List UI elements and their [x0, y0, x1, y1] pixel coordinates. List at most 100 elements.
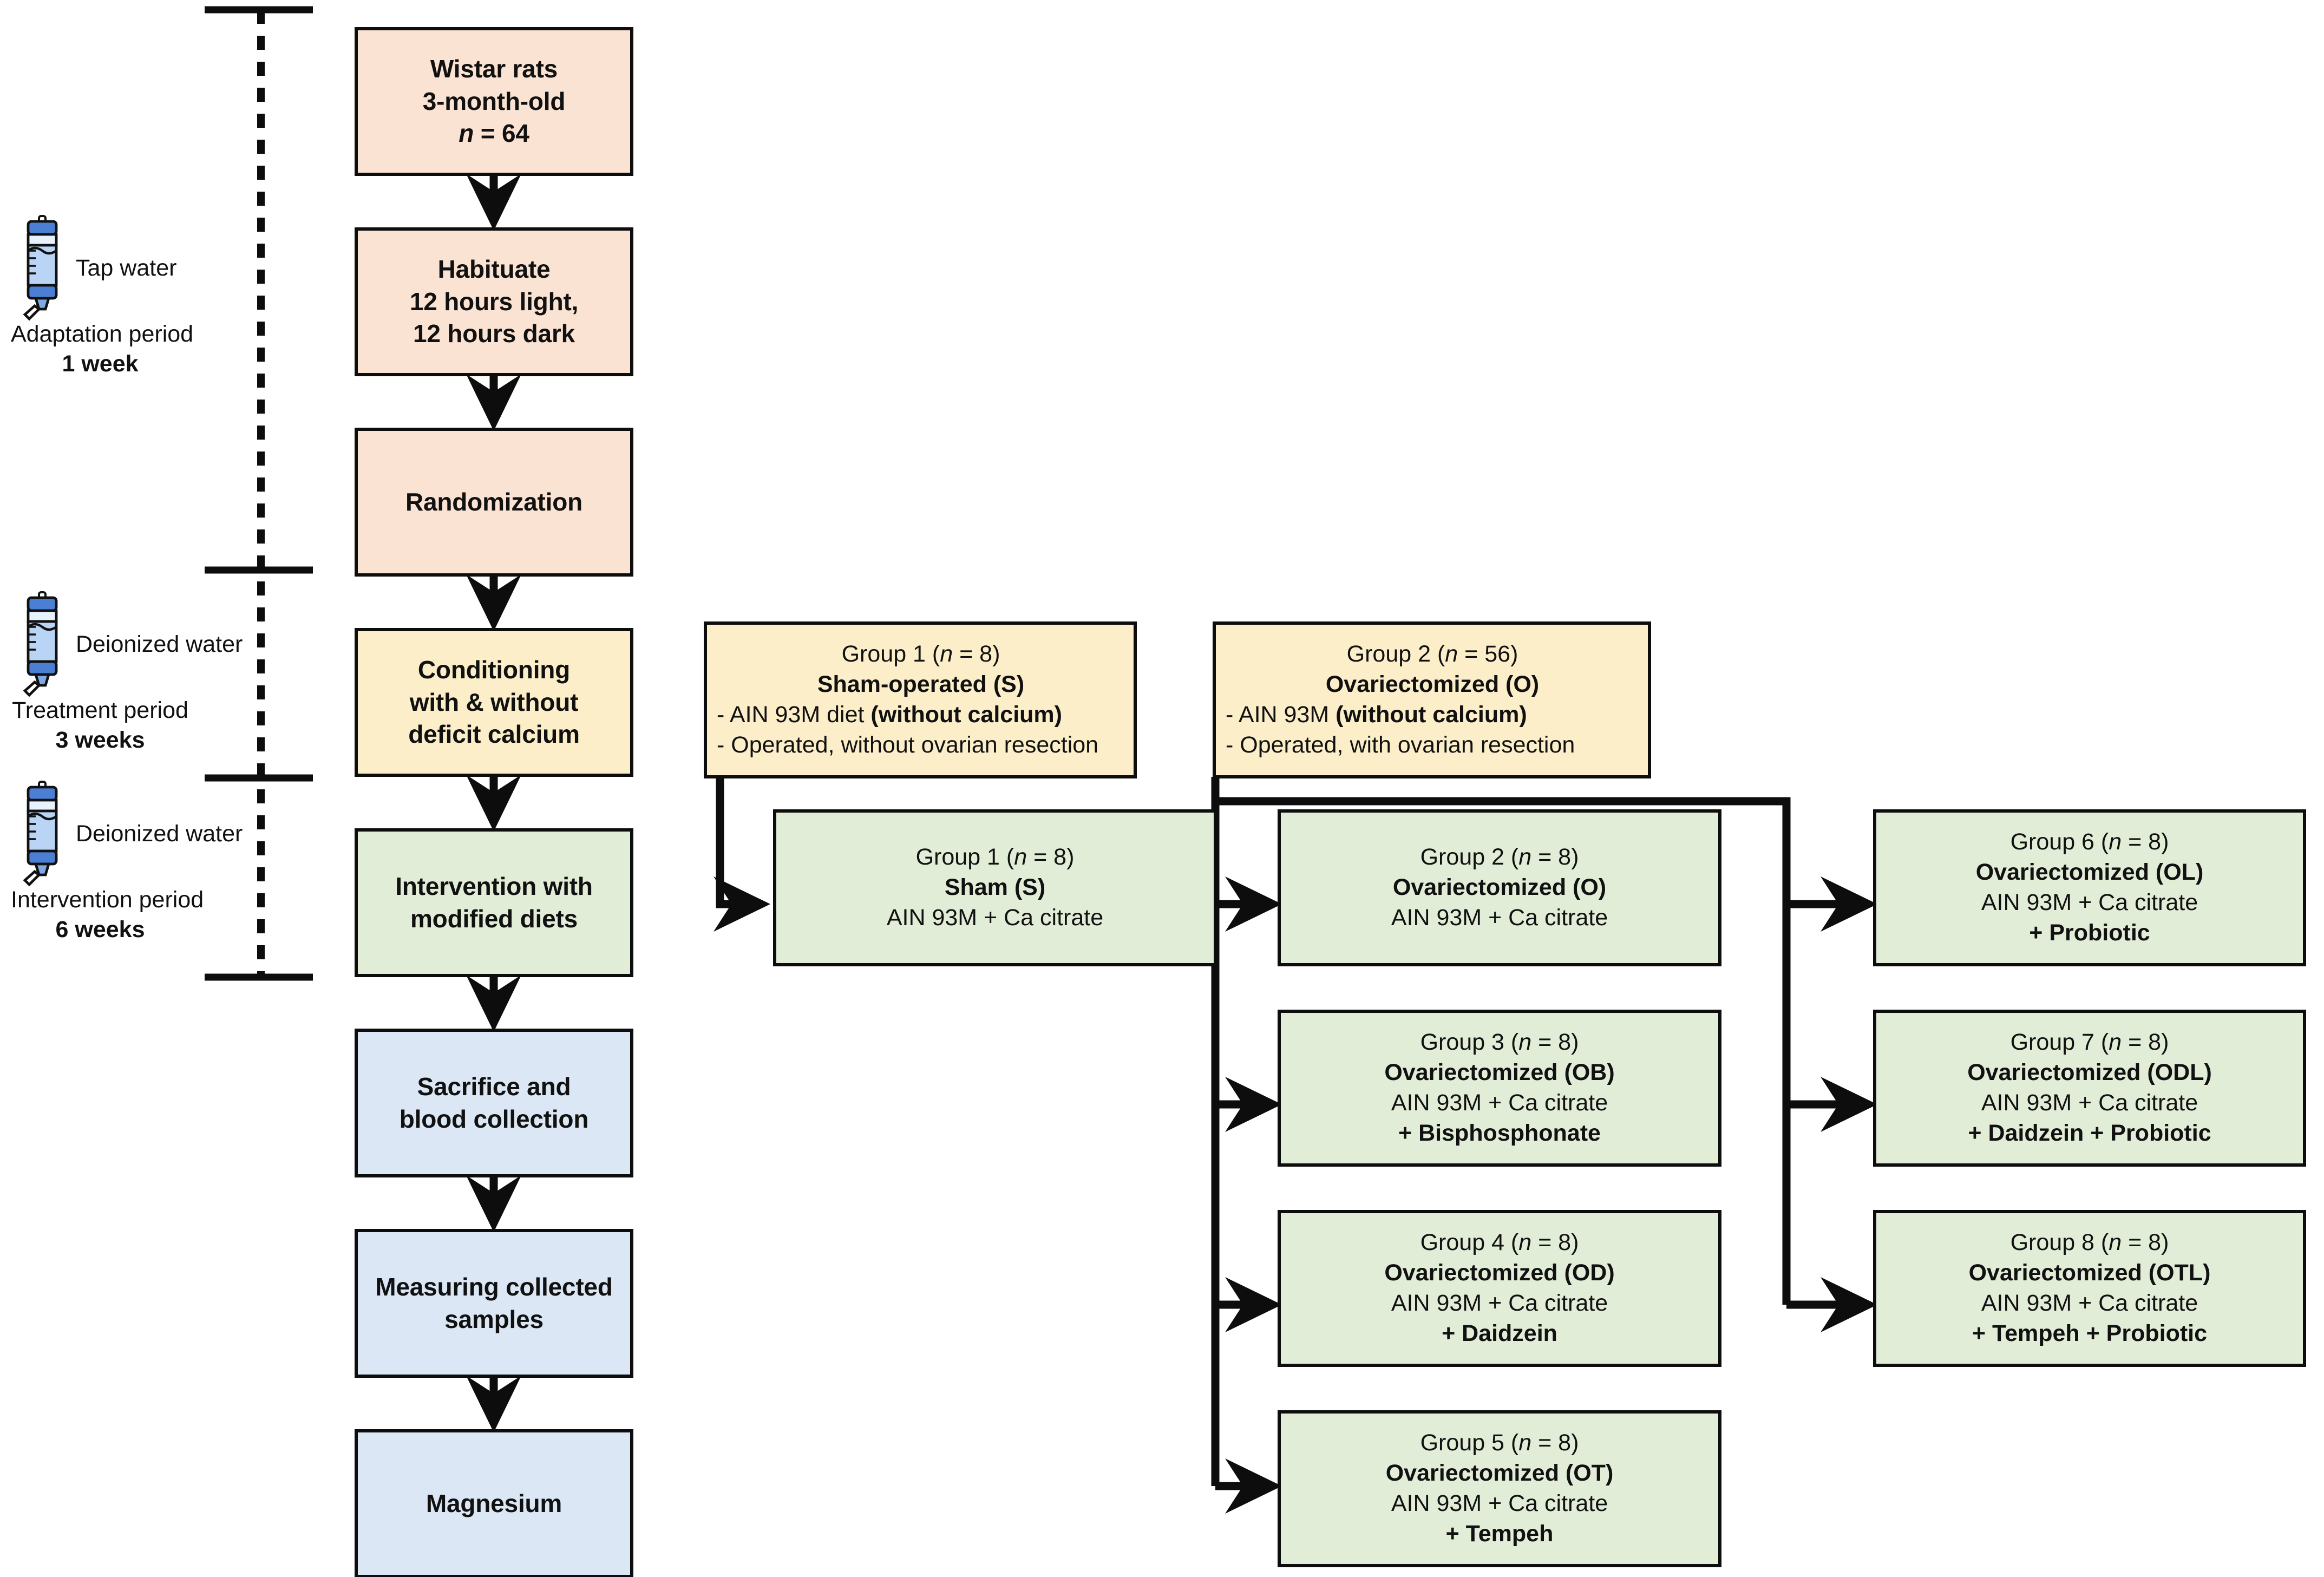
group-title: Sham (S): [944, 874, 1046, 901]
stage-box-magnesium: Magnesium: [355, 1429, 633, 1577]
stage-box-conditioning: Conditioning with & without deficit calc…: [355, 628, 633, 777]
group-title: Ovariectomized (OB): [1384, 1059, 1615, 1086]
group-title: Ovariectomized (O): [1392, 874, 1607, 901]
n-symbol: n: [1518, 1430, 1532, 1456]
group-bullet-surgery: - Operated, with ovarian resection: [1226, 731, 1575, 758]
stage-line: samples: [444, 1305, 544, 1333]
group-header-post: = 8): [1531, 1430, 1579, 1456]
legend-caption-intervention: Intervention period 6 weeks: [11, 885, 204, 945]
legend-water-label: Deionized water: [76, 631, 243, 657]
legend-caption-adaptation: Adaptation period 1 week: [11, 319, 193, 379]
group-supplement: + Bisphosphonate: [1398, 1120, 1601, 1146]
stage-line: Habituate: [437, 254, 551, 283]
group-diet: AIN 93M + Ca citrate: [1981, 1290, 2198, 1316]
group-header: Group 3 (n = 8): [1281, 1028, 1718, 1058]
group-diet: AIN 93M + Ca citrate: [1391, 1090, 1608, 1116]
bullet-plain: - AIN 93M diet: [717, 702, 871, 728]
stage-box-sacrifice: Sacrifice and blood collection: [355, 1029, 633, 1177]
period-name: Treatment period: [12, 697, 188, 723]
period-duration: 1 week: [62, 351, 139, 377]
stage-line: deficit calcium: [408, 720, 580, 749]
legend-row-adaptation: Tap water: [16, 214, 176, 322]
group-box-3: Group 3 (n = 8) Ovariectomized (OB) AIN …: [1278, 1010, 1721, 1167]
stage-line: 3-month-old: [422, 87, 566, 115]
group-header-pre: Group 4 (: [1420, 1229, 1519, 1256]
group-header-pre: Group 1 (: [841, 641, 940, 668]
group-header-pre: Group 1 (: [915, 844, 1014, 871]
period-name: Adaptation period: [11, 321, 194, 347]
n-symbol: n: [1518, 1029, 1532, 1056]
water-bottle-icon: [23, 215, 58, 321]
period-duration: 3 weeks: [55, 727, 145, 754]
group-supplement: + Daidzein: [1442, 1320, 1557, 1346]
group-header-post: = 8): [1531, 844, 1579, 871]
n-value: = 64: [474, 119, 529, 148]
stage-line: blood collection: [399, 1104, 589, 1133]
group-title: Ovariectomized (OD): [1384, 1260, 1615, 1286]
group-diet: AIN 93M + Ca citrate: [1981, 889, 2198, 915]
legend-caption-treatment: Treatment period 3 weeks: [11, 696, 189, 755]
stage-line: Magnesium: [425, 1489, 562, 1517]
group-box-2: Group 2 (n = 8) Ovariectomized (O) AIN 9…: [1278, 809, 1721, 966]
group-box-7: Group 7 (n = 8) Ovariectomized (ODL) AIN…: [1873, 1010, 2306, 1167]
group-box-8: Group 8 (n = 8) Ovariectomized (OTL) AIN…: [1873, 1210, 2306, 1367]
stage-line: Sacrifice and: [417, 1072, 571, 1101]
group-bullet-diet: - AIN 93M (without calcium): [1226, 700, 1639, 730]
group-header-pre: Group 3 (: [1420, 1029, 1519, 1056]
stage-line: modified diets: [410, 904, 578, 933]
stage-line: Intervention with: [395, 872, 593, 900]
group-header: Group 4 (n = 8): [1281, 1228, 1718, 1258]
group-header-pre: Group 6 (: [2010, 829, 2109, 855]
n-symbol: n: [459, 119, 474, 148]
group-header: Group 7 (n = 8): [1876, 1028, 2303, 1058]
group-supplement: + Tempeh + Probiotic: [1972, 1320, 2208, 1346]
group-diet: AIN 93M + Ca citrate: [1391, 904, 1608, 931]
group-header-post: = 8): [2122, 829, 2169, 855]
legend-water-label: Deionized water: [76, 820, 243, 847]
stage-box-measuring: Measuring collected samples: [355, 1229, 633, 1378]
group-header-post: = 8): [2122, 1029, 2169, 1056]
legend-row-intervention: Deionized water: [16, 780, 243, 888]
legend-water-label: Tap water: [76, 254, 177, 281]
stage-sample-size: n = 64: [358, 117, 630, 150]
group-title: Sham-operated (S): [817, 671, 1025, 698]
stage-line: 12 hours dark: [413, 319, 575, 348]
group-header-post: = 56): [1458, 641, 1518, 668]
stage-box-intervention: Intervention with modified diets: [355, 828, 633, 977]
group-box-5: Group 5 (n = 8) Ovariectomized (OT) AIN …: [1278, 1410, 1721, 1567]
period-duration: 6 weeks: [55, 917, 145, 943]
group-supplement: + Tempeh: [1445, 1520, 1554, 1547]
group-header-post: = 8): [1027, 844, 1075, 871]
group-header-pre: Group 2 (: [1346, 641, 1445, 668]
group-title: Ovariectomized (O): [1325, 671, 1540, 698]
group-header-post: = 8): [1531, 1029, 1579, 1056]
group-title: Ovariectomized (OT): [1385, 1460, 1614, 1487]
parent-group-box-1: Group 1 (n = 8) Sham-operated (S) - AIN …: [704, 621, 1137, 778]
group-header-pre: Group 2 (: [1420, 844, 1519, 871]
group-diet: AIN 93M + Ca citrate: [1391, 1290, 1608, 1316]
stage-line: Randomization: [405, 487, 583, 516]
group-header-post: = 8): [2122, 1229, 2169, 1256]
water-bottle-icon: [23, 591, 58, 697]
stage-box-subjects: Wistar rats 3-month-old n = 64: [355, 27, 633, 176]
stage-line: 12 hours light,: [409, 287, 579, 316]
bullet-bold: (without calcium): [1336, 702, 1527, 728]
bullet-bold: (without calcium): [870, 702, 1062, 728]
group-title: Ovariectomized (OL): [1975, 859, 2204, 886]
group-header-pre: Group 5 (: [1420, 1430, 1519, 1456]
group-header: Group 2 (n = 56): [1226, 639, 1639, 670]
connector-parent1-to-group1: [713, 777, 771, 932]
group-title: Ovariectomized (ODL): [1967, 1059, 2212, 1086]
group-header: Group 5 (n = 8): [1281, 1428, 1718, 1458]
group-bullet-surgery: - Operated, without ovarian resection: [717, 731, 1099, 758]
group-diet: AIN 93M + Ca citrate: [1981, 1090, 2198, 1116]
group-header-pre: Group 7 (: [2010, 1029, 2109, 1056]
n-symbol: n: [1014, 844, 1027, 871]
n-symbol: n: [2109, 1229, 2122, 1256]
group-supplement: + Probiotic: [2029, 919, 2150, 946]
group-supplement: + Daidzein + Probiotic: [1968, 1120, 2211, 1146]
legend-row-treatment: Deionized water: [16, 590, 243, 698]
connector-parent2-trunk: [1211, 777, 1282, 1514]
n-symbol: n: [1445, 641, 1458, 668]
